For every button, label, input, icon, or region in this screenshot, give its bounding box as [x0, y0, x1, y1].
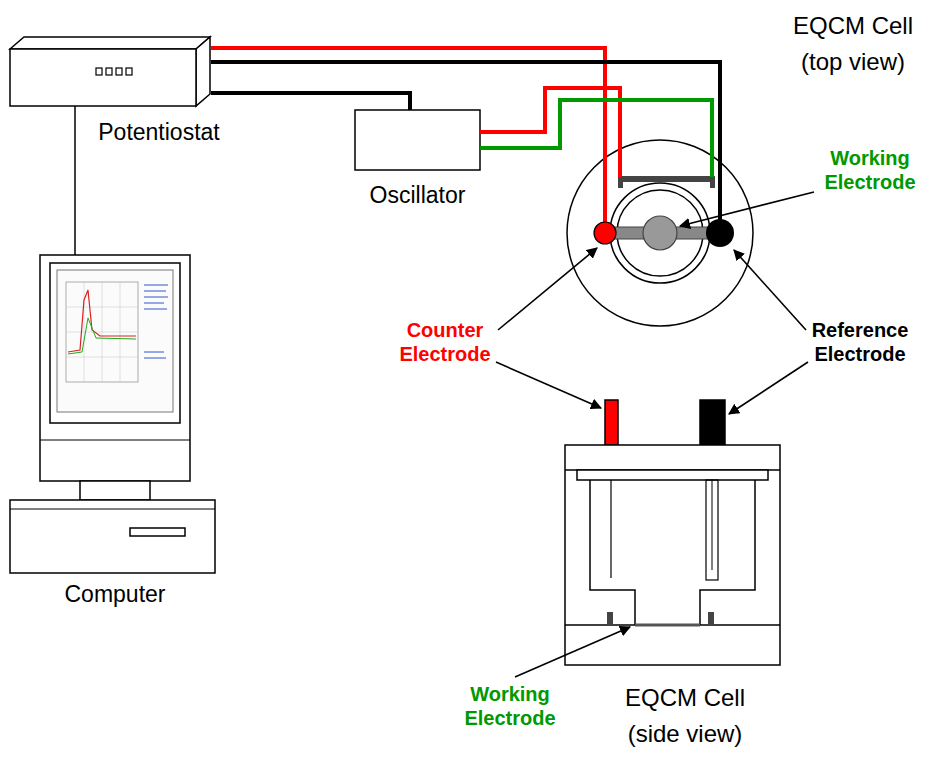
- wire: [480, 100, 712, 148]
- screen-plot: [66, 282, 168, 382]
- cell-side-view-figure: [565, 400, 780, 665]
- indicator-lights: [116, 68, 122, 75]
- oscillator-body: [355, 110, 480, 170]
- wire: [74, 106, 76, 255]
- computer-monitor: [40, 255, 190, 481]
- cell-side-view-figure: [708, 612, 714, 625]
- screen-plot: [66, 282, 138, 382]
- screen-plot: [120, 282, 121, 382]
- leader-arrows: [680, 192, 814, 226]
- node-label-group: EQCM Cell (top view): [778, 8, 928, 80]
- cell-top-view-figure: [710, 138, 714, 177]
- cell-top-view-figure: [718, 138, 722, 221]
- part-label: Reference Electrode: [800, 318, 920, 366]
- node-label-group: Computer: [10, 581, 220, 608]
- leader-arrows: [496, 192, 814, 677]
- leader-arrows: [729, 362, 808, 414]
- cell-top-view-figure: [603, 138, 607, 224]
- cell-side-view-figure: [565, 445, 780, 665]
- screen-plot: [144, 352, 164, 353]
- cell-top-view-figure: [618, 176, 623, 188]
- leader-arrows: [496, 362, 601, 408]
- potentiostat-body: [10, 37, 210, 49]
- node-label: EQCM Cell (top view): [778, 8, 928, 80]
- cell-side-view-figure: [700, 480, 755, 625]
- cell-side-view-figure: [712, 480, 713, 570]
- screen-plot: [144, 303, 164, 304]
- cell-side-view: EQCM Cell (side view): [565, 400, 780, 665]
- computer-base: [10, 500, 215, 573]
- screen-plot: [144, 358, 166, 359]
- part-label: Working Electrode: [455, 682, 565, 730]
- computer-figure: Computer: [10, 255, 220, 573]
- cell-top-view-figure: [618, 138, 622, 177]
- wire: [211, 93, 410, 110]
- cell-side-view-figure: [635, 624, 700, 627]
- computer-monitor: [40, 255, 190, 481]
- computer-base: [130, 528, 185, 536]
- part-label: Working Electrode: [815, 146, 925, 194]
- node-label: Computer: [10, 581, 220, 608]
- screen-plot: [144, 297, 168, 298]
- cell-side-view-figure: [610, 480, 611, 578]
- computer-base: [10, 509, 215, 510]
- screen-plot: [144, 285, 168, 286]
- cell-top-view: EQCM Cell (top view): [565, 138, 755, 328]
- cell-top-view-figure: [567, 138, 753, 326]
- indicator-lights: [106, 68, 112, 75]
- leader-arrows: [515, 627, 630, 677]
- potentiostat-body: [196, 37, 210, 106]
- potentiostat-body: [10, 37, 210, 106]
- node-label-group: Potentiostat: [89, 119, 229, 146]
- computer-base: [10, 481, 215, 573]
- computer-monitor: [50, 263, 180, 423]
- cell-top-view-figure: [710, 176, 715, 188]
- cell-top-view-figure: [706, 219, 734, 247]
- cell-side-view-figure: [607, 612, 613, 625]
- screen-plot: [144, 291, 166, 292]
- node-label-group: EQCM Cell (side view): [605, 680, 765, 752]
- screen-plot: [68, 318, 136, 354]
- node-label: EQCM Cell (side view): [605, 680, 765, 752]
- leader-arrows: [734, 250, 806, 330]
- potentiostat-box: Potentiostat: [9, 37, 211, 106]
- cell-top-view-figure: [618, 176, 715, 182]
- oscillator-box: Oscillator: [355, 110, 480, 170]
- leader-arrows: [498, 248, 597, 330]
- wire: [480, 88, 620, 138]
- computer-monitor: [40, 440, 190, 441]
- cell-top-view-figure: [567, 140, 753, 326]
- cell-side-view-figure: [577, 470, 768, 480]
- computer-monitor: [57, 270, 173, 412]
- screen-plot: [84, 282, 85, 382]
- computer-base: [80, 481, 150, 500]
- indicator-lights: [126, 68, 132, 75]
- node-label-group: Oscillator: [335, 182, 500, 209]
- cell-side-view-figure: [605, 400, 618, 445]
- cell-side-view-figure: [706, 480, 718, 580]
- screen-plot: [102, 282, 103, 382]
- part-label: Counter Electrode: [390, 318, 500, 366]
- node-label: Potentiostat: [89, 119, 229, 146]
- screen-plot: [144, 309, 167, 310]
- cell-top-view-figure: [643, 216, 677, 250]
- cell-side-view-figure: [700, 400, 725, 445]
- cell-side-view-figure: [590, 480, 635, 625]
- cell-top-view-figure: [594, 222, 616, 244]
- oscillator-body: [355, 110, 480, 170]
- indicator-lights: [96, 68, 132, 75]
- node-label: Oscillator: [335, 182, 500, 209]
- screen-plot: [68, 290, 136, 352]
- potentiostat-body: [10, 49, 196, 106]
- indicator-lights: [96, 68, 102, 75]
- cell-side-view-figure: [565, 624, 780, 626]
